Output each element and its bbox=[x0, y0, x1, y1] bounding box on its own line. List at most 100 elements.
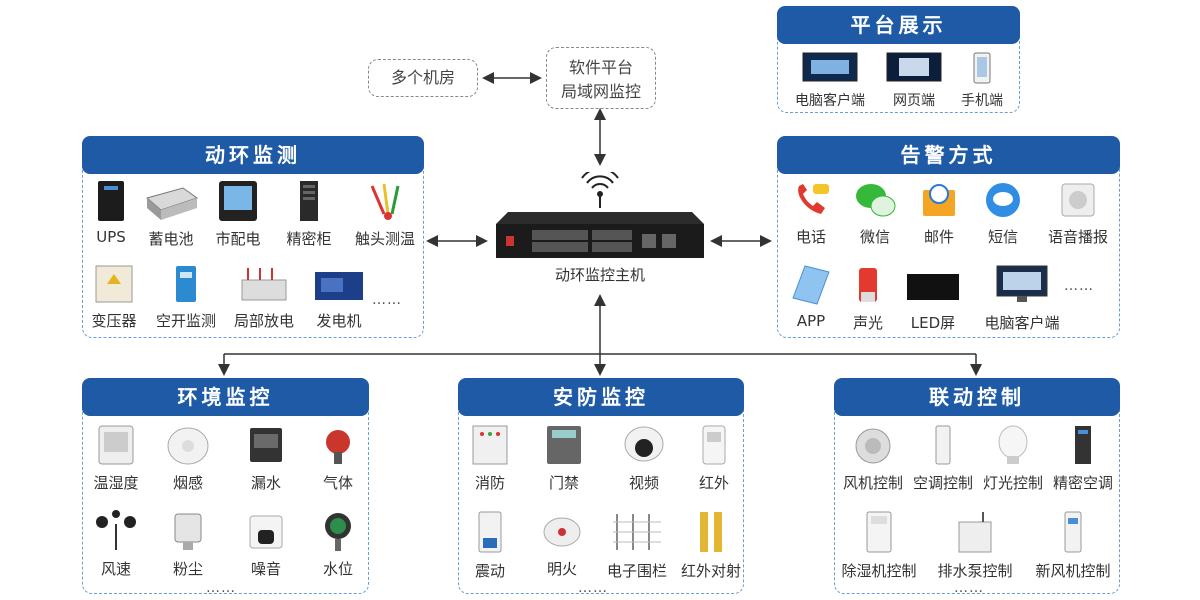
phone-icon bbox=[973, 52, 991, 84]
multi-room-box: 多个机房 bbox=[368, 59, 478, 97]
dyn-contact-temp: 触头测温 bbox=[348, 180, 422, 249]
alarm-label: APP bbox=[796, 312, 826, 330]
dyn-power: 市配电 bbox=[206, 180, 270, 249]
discharge-sensor-icon bbox=[241, 268, 287, 301]
link-label: 除湿机控制 bbox=[841, 562, 917, 580]
infrared-sensor-icon bbox=[702, 425, 726, 465]
dyn-more: …… bbox=[372, 292, 402, 308]
alarm-sound-light: 声光 bbox=[846, 264, 890, 333]
alarm-label: 微信 bbox=[859, 228, 890, 246]
dyn-label: 局部放电 bbox=[233, 312, 294, 330]
linkage-title: 联动控制 bbox=[834, 378, 1120, 416]
sec-label: 红外 bbox=[698, 474, 729, 492]
fresh-air-unit-icon bbox=[1064, 511, 1082, 553]
platform-item-label: 手机端 bbox=[961, 93, 1003, 109]
platform-item-label: 电脑客户端 bbox=[795, 93, 865, 109]
multi-room-label: 多个机房 bbox=[390, 68, 455, 87]
dyn-partial-discharge: 局部放电 bbox=[228, 264, 300, 331]
link-label: 风机控制 bbox=[842, 474, 903, 492]
water-level-gauge-icon bbox=[325, 513, 351, 551]
alarm-more: …… bbox=[1064, 278, 1094, 294]
breaker-module-icon bbox=[176, 266, 196, 302]
env-dust: 粉尘 bbox=[158, 510, 218, 579]
env-label: 温湿度 bbox=[93, 474, 139, 492]
dyn-generator: 发电机 bbox=[306, 264, 372, 331]
env-label: 水位 bbox=[322, 560, 353, 578]
dyn-label: 蓄电池 bbox=[148, 230, 194, 248]
dyn-label: 市配电 bbox=[215, 230, 261, 248]
infrared-beam-icon bbox=[700, 512, 722, 552]
dyn-label: 变压器 bbox=[91, 312, 137, 330]
vibration-sensor-icon bbox=[478, 511, 502, 553]
telephone-icon bbox=[798, 184, 829, 214]
link-label: 新风机控制 bbox=[1035, 562, 1111, 580]
link-fan: 风机控制 bbox=[838, 424, 908, 493]
link-dehumidifier: 除湿机控制 bbox=[838, 510, 920, 581]
alarm-label: 短信 bbox=[987, 228, 1018, 246]
sec-fire: 消防 bbox=[462, 424, 518, 493]
sec-label: 电子围栏 bbox=[606, 562, 667, 580]
alarm-sms: 短信 bbox=[974, 180, 1032, 247]
anemometer-icon bbox=[96, 510, 136, 550]
alarm-title: 告警方式 bbox=[777, 136, 1120, 174]
generator-icon bbox=[315, 272, 363, 300]
sec-access: 门禁 bbox=[536, 424, 592, 493]
dyn-breaker: 空开监测 bbox=[150, 264, 222, 331]
alarm-label: 邮件 bbox=[923, 228, 954, 246]
fire-panel-icon bbox=[472, 425, 508, 465]
dyn-cabinet: 精密柜 bbox=[276, 180, 342, 249]
env-label: 漏水 bbox=[250, 474, 281, 492]
dyn-label: 空开监测 bbox=[155, 312, 216, 330]
dehumidifier-icon bbox=[866, 511, 892, 553]
dyn-transformer: 变压器 bbox=[86, 264, 142, 331]
smoke-detector-icon bbox=[167, 427, 209, 465]
alarm-pc: 电脑客户端 bbox=[980, 264, 1064, 333]
ups-icon bbox=[98, 181, 124, 221]
env-label: 风速 bbox=[100, 560, 131, 578]
alarm-label: 电脑客户端 bbox=[984, 314, 1060, 332]
sec-more: …… bbox=[578, 580, 608, 596]
link-pump: 排水泵控制 bbox=[934, 510, 1016, 581]
led-screen-icon bbox=[907, 274, 959, 300]
link-fresh-air: 新风机控制 bbox=[1030, 510, 1116, 581]
link-precision-ac: 精密空调 bbox=[1050, 424, 1116, 493]
alarm-label: 语音播报 bbox=[1047, 228, 1108, 246]
env-label: 气体 bbox=[322, 474, 353, 492]
gas-detector-icon bbox=[326, 430, 350, 464]
sec-label: 红外对射 bbox=[680, 562, 741, 580]
air-conditioner-icon bbox=[935, 425, 951, 465]
env-label: 噪音 bbox=[250, 560, 281, 578]
speaker-icon bbox=[1061, 183, 1095, 217]
alarm-label: 电话 bbox=[795, 228, 826, 246]
sec-video: 视频 bbox=[616, 424, 672, 493]
env-label: 烟感 bbox=[172, 474, 203, 492]
sec-infrared: 红外 bbox=[686, 424, 742, 493]
host-label: 动环监控主机 bbox=[554, 266, 645, 284]
wifi-icon bbox=[581, 167, 619, 208]
platform-title: 平台展示 bbox=[777, 6, 1020, 44]
alarm-wechat: 微信 bbox=[846, 180, 904, 247]
light-bulb-icon bbox=[998, 425, 1028, 464]
alarm-phone: 电话 bbox=[782, 180, 840, 247]
software-platform-line1: 软件平台 bbox=[568, 58, 633, 77]
env-gas: 气体 bbox=[308, 424, 368, 493]
alarm-app: APP bbox=[782, 264, 840, 330]
env-temp-humidity: 温湿度 bbox=[86, 424, 146, 493]
water-leak-sensor-icon bbox=[250, 428, 282, 462]
dyn-label: 触头测温 bbox=[354, 230, 415, 248]
precision-ac-icon bbox=[1075, 426, 1091, 464]
flame-detector-icon bbox=[543, 517, 581, 547]
app-phone-icon bbox=[792, 265, 830, 305]
env-label: 粉尘 bbox=[172, 560, 203, 578]
link-more: …… bbox=[954, 580, 984, 596]
dynamic-env-title: 动环监测 bbox=[82, 136, 424, 174]
camera-icon bbox=[624, 426, 664, 462]
power-meter-icon bbox=[219, 181, 257, 221]
siren-icon bbox=[859, 268, 877, 302]
sec-fence: 电子围栏 bbox=[602, 510, 672, 581]
env-water-level: 水位 bbox=[308, 510, 368, 579]
alarm-email: 邮件 bbox=[910, 180, 968, 247]
transformer-icon bbox=[95, 265, 133, 303]
email-icon bbox=[923, 184, 955, 216]
